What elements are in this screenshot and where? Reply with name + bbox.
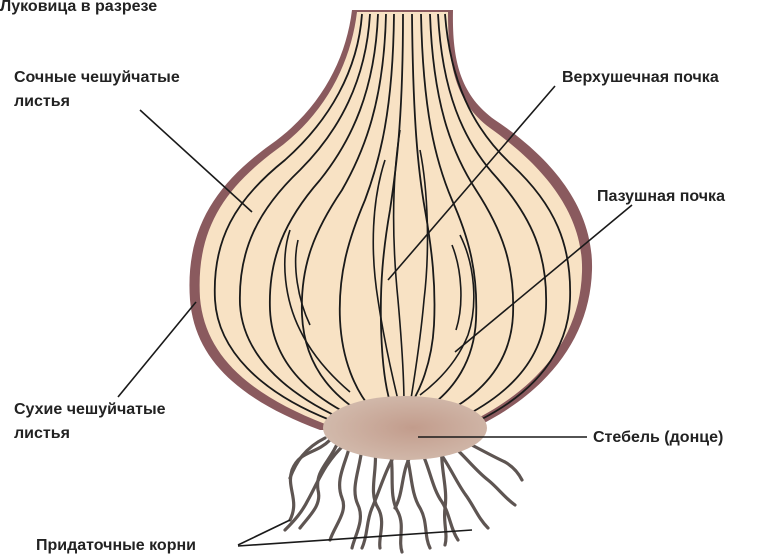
label-adventitious-roots: Придаточные корни	[36, 536, 196, 556]
diagram-title: Луковица в разрезе	[0, 0, 157, 17]
label-juicy-scales-line1: Сочные чешуйчатые	[14, 68, 180, 88]
label-dry-scales-line1: Сухие чешуйчатые	[14, 400, 166, 420]
label-juicy-scales-line2: листья	[14, 92, 70, 112]
leader-dry-scales	[118, 302, 196, 397]
label-axillary-bud: Пазушная почка	[597, 187, 725, 207]
label-stem: Стебель (донце)	[593, 428, 723, 448]
leader-roots-1	[238, 520, 290, 545]
leader-roots-2	[238, 530, 472, 546]
label-dry-scales-line2: листья	[14, 424, 70, 444]
leader-juicy-scales	[140, 110, 252, 212]
basal-plate	[323, 396, 487, 460]
label-apical-bud: Верхушечная почка	[562, 68, 719, 88]
